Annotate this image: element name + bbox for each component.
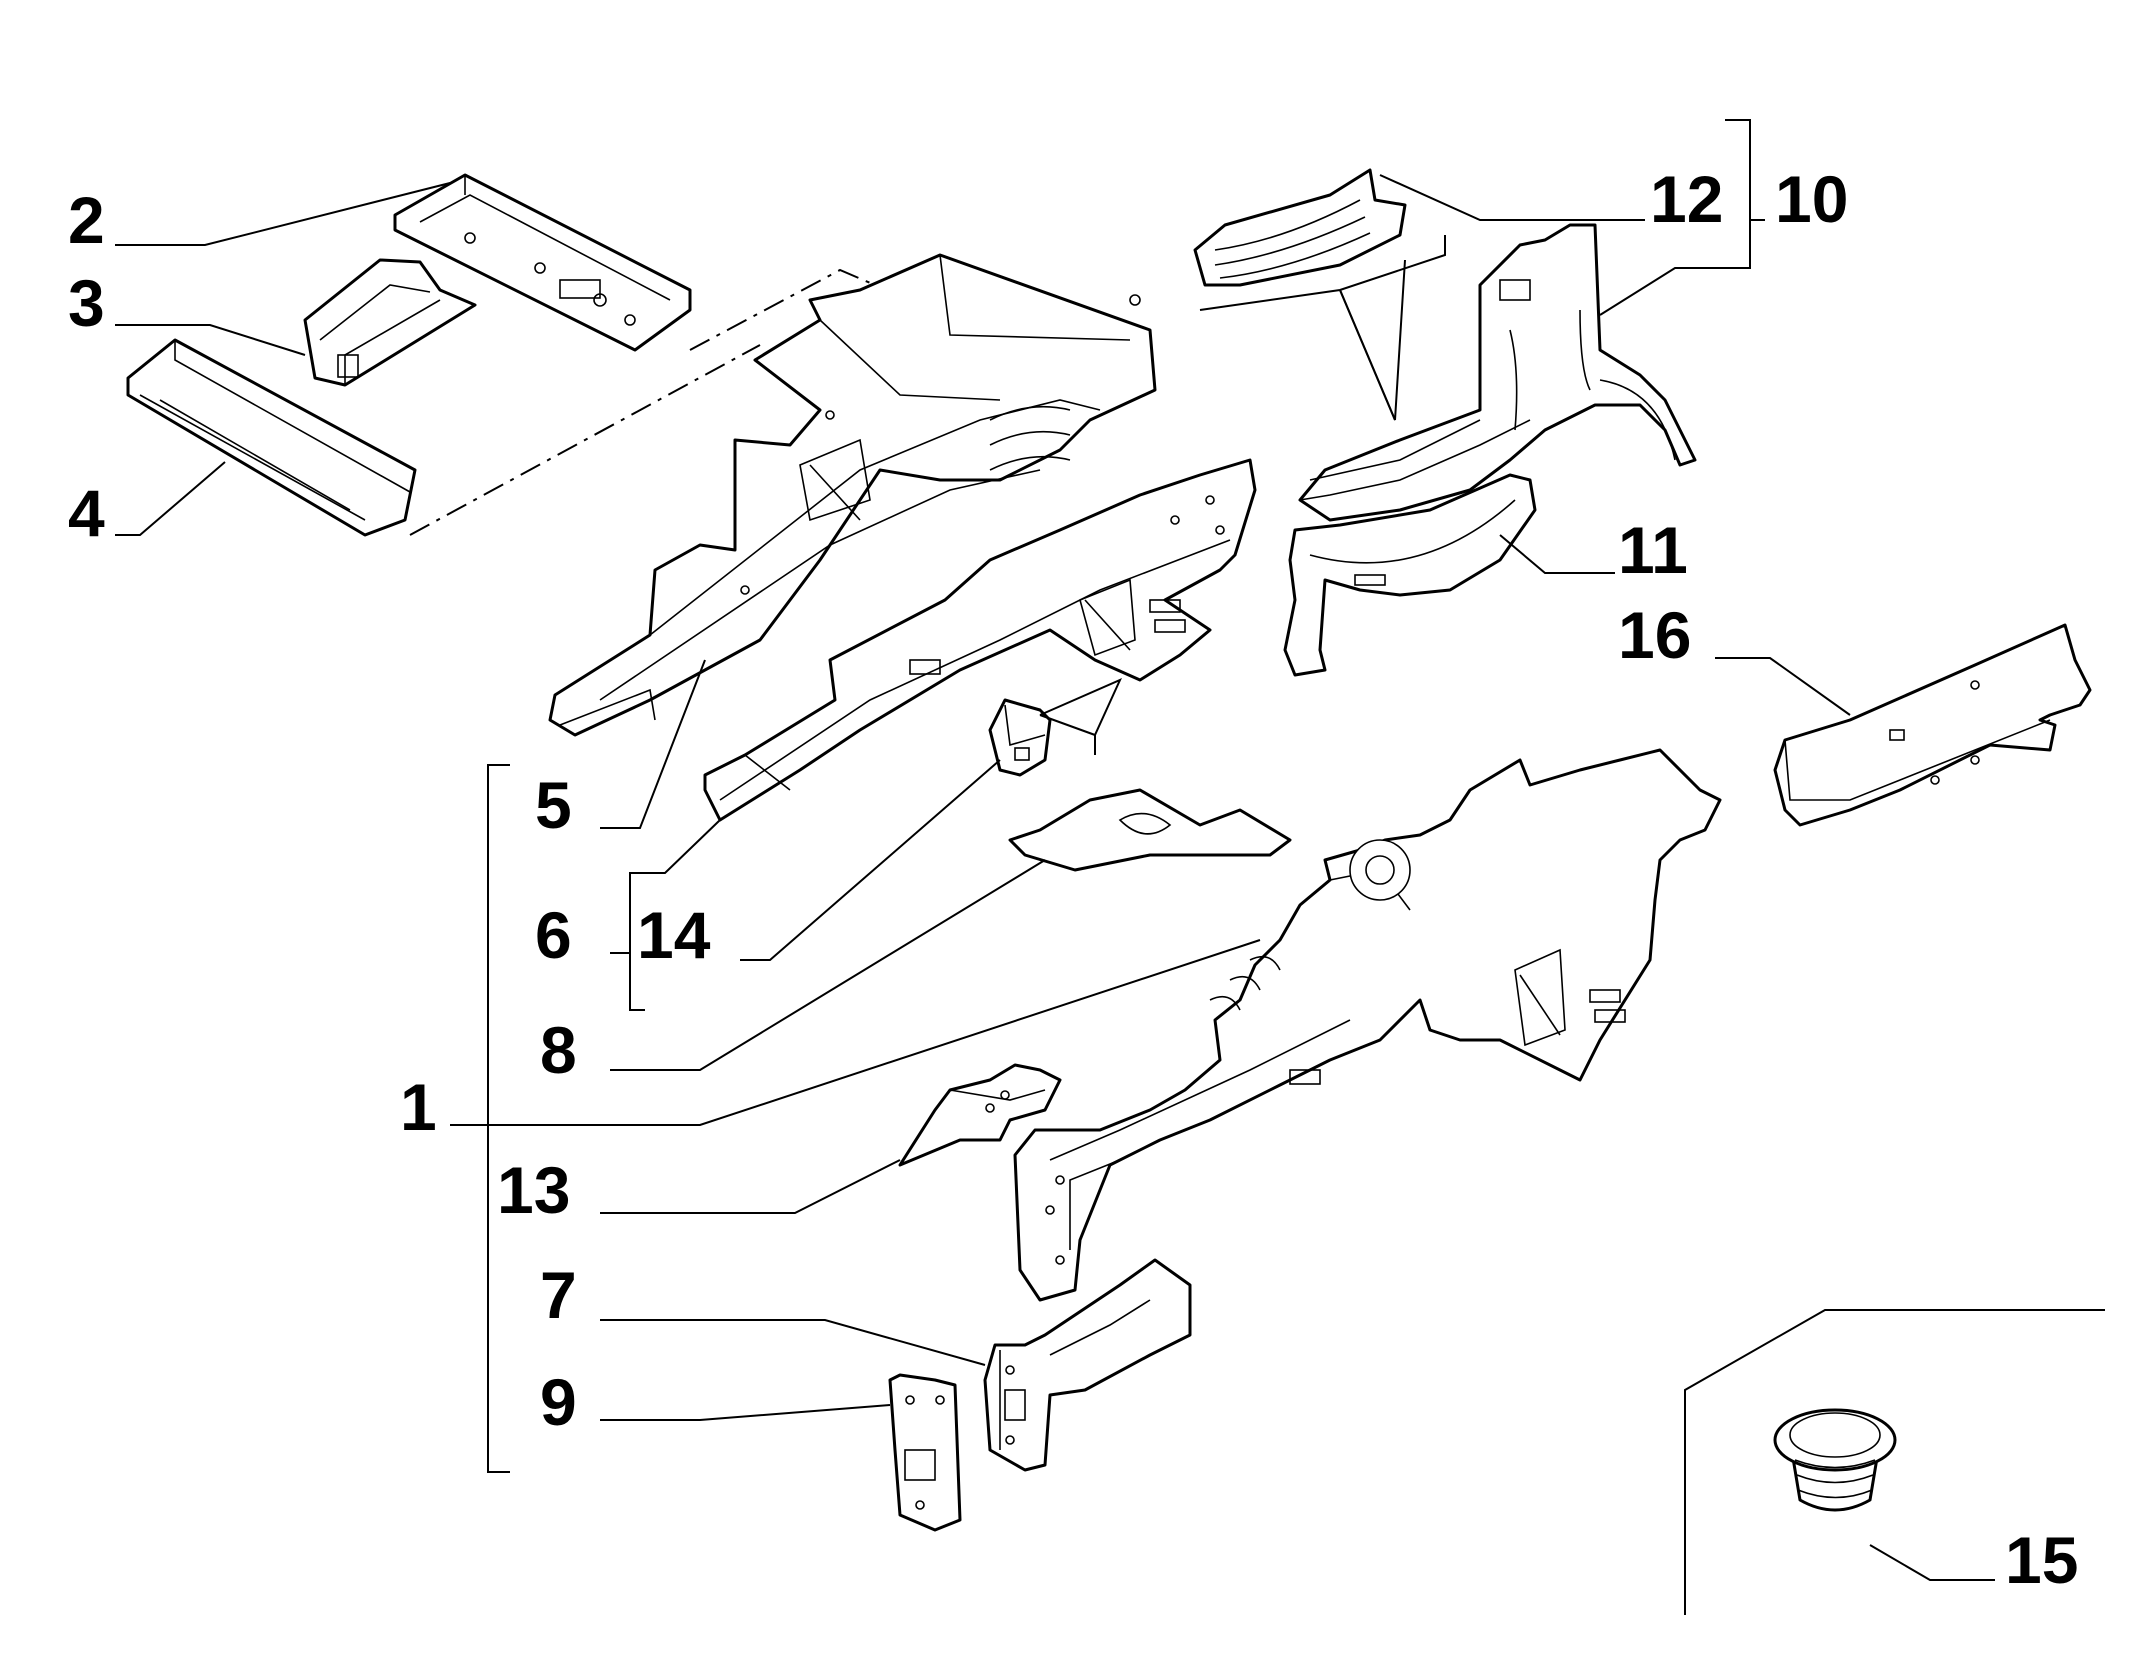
callout-11: 11: [1618, 513, 1688, 587]
part-11-wheelhouse-lower: [1283, 473, 1537, 677]
callout-6: 6: [535, 898, 572, 972]
callout-13: 13: [497, 1153, 570, 1227]
group-indicator-lines: [409, 268, 876, 536]
callout-1: 1: [400, 1070, 437, 1144]
part-9-end-plate: [888, 1373, 962, 1532]
part-10-wheelhouse: [1298, 223, 1697, 522]
callout-2: 2: [68, 183, 105, 257]
callout-12: 12: [1650, 162, 1723, 236]
part-16-crossmember: [1773, 623, 2092, 827]
callout-10: 10: [1775, 162, 1848, 236]
part-7-extension: [983, 1258, 1192, 1472]
callout-8: 8: [540, 1013, 577, 1087]
part-4-channel: [126, 338, 417, 537]
callout-15: 15: [2005, 1523, 2078, 1597]
part-6-floor-rail: [703, 458, 1257, 822]
callout-labels: 2 3 4 5 6 14 8 1 13 7 9 12 10 11 16 15: [68, 162, 2078, 1597]
part-2-crossmember: [393, 173, 692, 352]
part-12-wheelhouse-upper: [1193, 168, 1407, 287]
callout-4: 4: [68, 476, 105, 550]
callout-7: 7: [540, 1258, 577, 1332]
part-15-plug: [1773, 1408, 1897, 1512]
callout-9: 9: [540, 1365, 577, 1439]
callout-16: 16: [1618, 598, 1691, 672]
part-1-front-member: [1013, 748, 1722, 1302]
callout-14: 14: [637, 898, 711, 972]
leader-lines: [115, 119, 2105, 1615]
callout-3: 3: [68, 266, 105, 340]
callout-5: 5: [535, 768, 572, 842]
part-13-bracket: [898, 1063, 1062, 1167]
part-3-bracket: [303, 258, 477, 387]
part-5-rail-assembly: [548, 253, 1157, 737]
part-8-plate: [1008, 788, 1292, 872]
part-14-bracket: [988, 698, 1052, 777]
